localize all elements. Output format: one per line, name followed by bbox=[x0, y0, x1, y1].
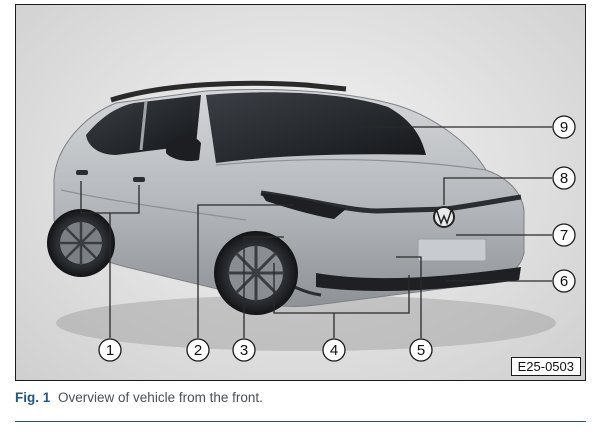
window-pillar bbox=[139, 100, 148, 151]
figure-caption: Fig. 1 Overview of vehicle from the fron… bbox=[15, 390, 263, 405]
front-wheel-spokes bbox=[228, 245, 284, 301]
callout-badge-8: 8 bbox=[552, 166, 576, 190]
leader-3 bbox=[243, 236, 284, 338]
callout-badge-3: 3 bbox=[232, 338, 256, 362]
roof-rail bbox=[110, 80, 347, 103]
callout-4-number: 4 bbox=[330, 342, 338, 359]
figure-caption-text: Overview of vehicle from the front. bbox=[58, 390, 263, 405]
leader-8 bbox=[443, 177, 552, 205]
callout-badge-2: 2 bbox=[186, 338, 210, 362]
callout-6-number: 6 bbox=[560, 273, 568, 290]
callout-badge-4: 4 bbox=[322, 338, 346, 362]
vw-badge-letters bbox=[436, 210, 452, 226]
door-handle-rear bbox=[76, 170, 88, 175]
callout-5-number: 5 bbox=[417, 342, 425, 359]
callout-9-number: 9 bbox=[560, 119, 568, 136]
figure-caption-label: Fig. 1 bbox=[15, 390, 51, 405]
side-crease bbox=[60, 189, 247, 221]
headlight bbox=[261, 193, 346, 219]
leader-2 bbox=[197, 204, 294, 338]
callout-8-number: 8 bbox=[560, 170, 568, 187]
leader-4 bbox=[273, 263, 410, 314]
callout-2-number: 2 bbox=[194, 342, 202, 359]
lower-grille bbox=[316, 267, 521, 291]
figure-frame: 1 2 3 4 5 6 7 8 bbox=[15, 4, 586, 381]
hood-line bbox=[215, 158, 487, 171]
rear-wheel-spokes bbox=[59, 221, 103, 265]
callout-leaders bbox=[80, 126, 552, 338]
callout-3-number: 3 bbox=[240, 342, 248, 359]
leader-5 bbox=[396, 256, 422, 338]
callout-badge-1: 1 bbox=[98, 338, 122, 362]
callout-1-number: 1 bbox=[106, 342, 114, 359]
ground-shadow bbox=[56, 295, 556, 351]
caption-divider bbox=[15, 421, 586, 422]
license-plate bbox=[417, 238, 487, 262]
callout-badge-7: 7 bbox=[552, 223, 576, 247]
image-code-label: E25-0503 bbox=[510, 357, 581, 376]
callout-badge-9: 9 bbox=[552, 115, 576, 139]
side-mirror bbox=[166, 135, 201, 162]
callout-badge-5: 5 bbox=[409, 338, 433, 362]
callout-badge-6: 6 bbox=[552, 269, 576, 293]
callout-7-number: 7 bbox=[560, 227, 568, 244]
door-handle-front bbox=[133, 177, 145, 182]
windshield bbox=[206, 92, 426, 163]
vehicle-illustration: 1 2 3 4 5 6 7 8 bbox=[47, 80, 576, 362]
